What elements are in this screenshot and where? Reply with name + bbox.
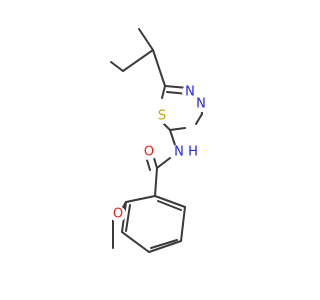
amide-nitrogen-label: N: [174, 145, 184, 160]
atom-labels: N N S N H O O: [110, 84, 209, 222]
bond: [161, 85, 166, 99]
molecule-structure: N N S N H O O: [110, 28, 209, 253]
bond: [152, 49, 166, 87]
bond: [157, 200, 182, 211]
bond: [154, 195, 186, 208]
bond: [150, 239, 178, 249]
bond: [121, 231, 150, 253]
bond: [146, 159, 151, 171]
sulfur-label: S: [158, 109, 166, 124]
bond: [154, 167, 158, 197]
bond: [138, 28, 154, 51]
amide-hydrogen-label: H: [188, 145, 198, 160]
nitrogen-1-label: N: [185, 85, 195, 100]
amide-linkage: [146, 129, 176, 197]
carbonyl-oxygen-label: O: [144, 145, 154, 160]
bond: [195, 113, 203, 125]
benzene-ring: [121, 195, 186, 253]
pentyl-group: [110, 28, 166, 87]
bond: [125, 204, 131, 232]
bond: [169, 127, 186, 131]
bond: [156, 157, 171, 169]
bond: [122, 49, 154, 72]
bond: [125, 195, 156, 203]
bond: [169, 129, 176, 146]
molecule-canvas: N N S N H O O: [110, 28, 209, 253]
bond: [110, 61, 124, 72]
bond: [180, 206, 186, 242]
methoxy-oxygen-label: O: [113, 207, 123, 222]
bond: [148, 240, 182, 253]
bond: [153, 157, 158, 169]
nitrogen-2-label: N: [196, 97, 206, 112]
